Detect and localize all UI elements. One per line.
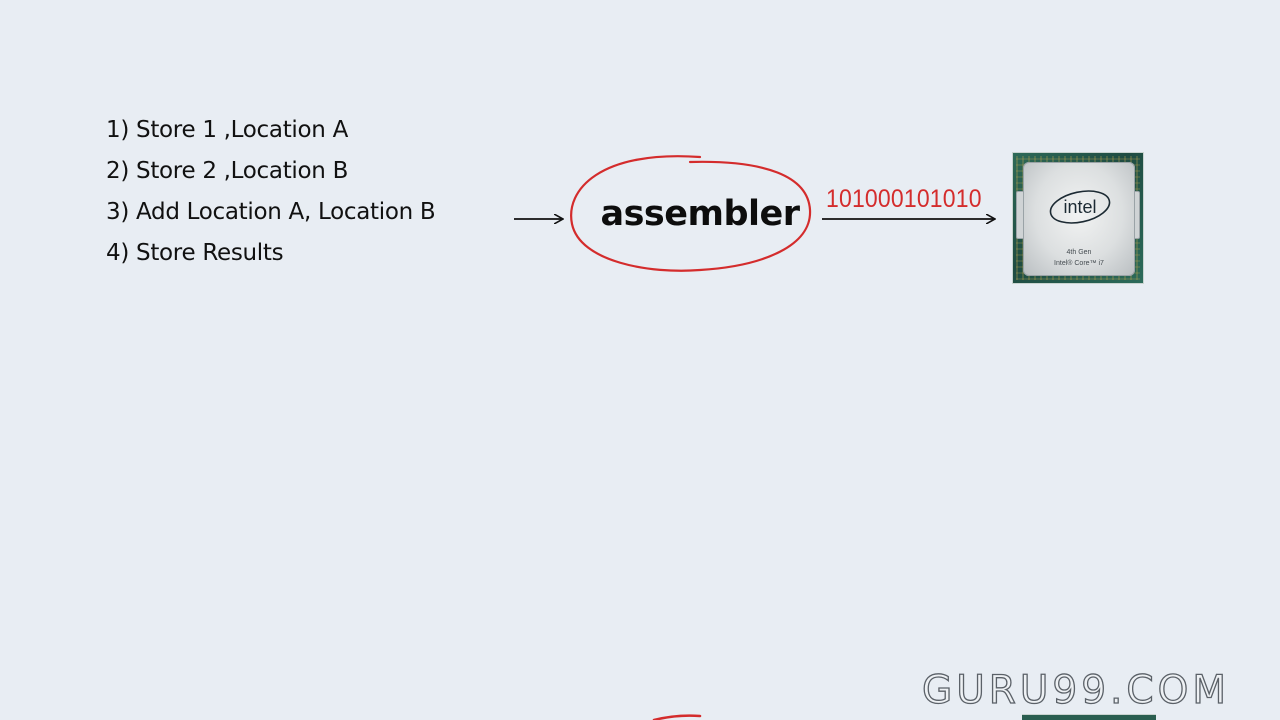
cpu-chip-image: intel 4th Gen Intel® Core™ i7: [1012, 152, 1144, 284]
instruction-item: 3) Add Location A, Location B: [106, 199, 436, 225]
cpu-chip-fragment: [1022, 714, 1156, 720]
instruction-list: 1) Store 1 ,Location A 2) Store 2 ,Locat…: [106, 112, 436, 276]
instruction-item: 2) Store 2 ,Location B: [106, 158, 349, 184]
watermark-logo: GURU99.COM: [921, 667, 1231, 713]
intel-logo-text: intel: [1063, 197, 1096, 217]
binary-output: 101000101010: [826, 185, 982, 213]
cpu-heat-spreader: intel 4th Gen Intel® Core™ i7: [1023, 162, 1135, 276]
red-stroke-fragment: [652, 714, 702, 720]
cpu-model: Intel® Core™ i7: [1054, 260, 1104, 267]
intel-logo-icon: intel: [1049, 190, 1111, 224]
assembler-label: assembler: [600, 194, 800, 234]
instruction-item: 4) Store Results: [106, 240, 284, 266]
instruction-item: 1) Store 1 ,Location A: [106, 117, 348, 143]
cpu-generation: 4th Gen: [1066, 249, 1092, 256]
